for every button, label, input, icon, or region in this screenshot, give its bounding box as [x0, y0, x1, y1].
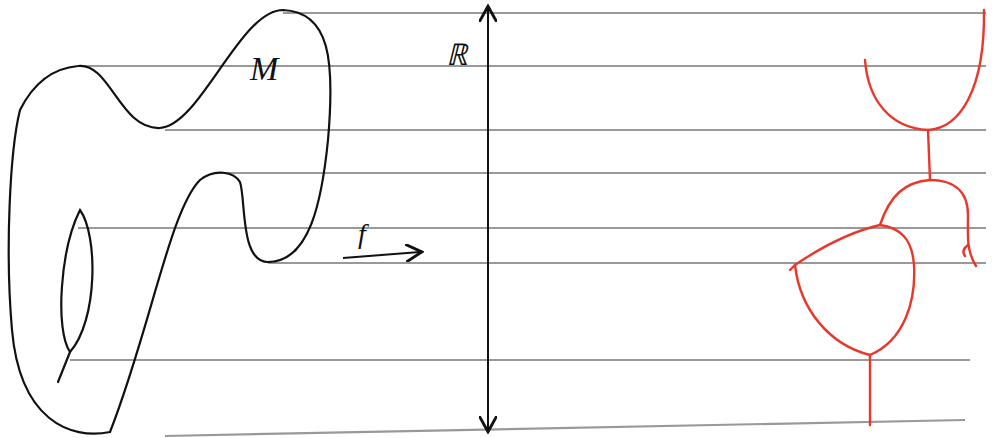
level-lines: [70, 13, 986, 436]
axis-label: ℝ: [446, 40, 467, 70]
manifold: [9, 10, 331, 434]
reeb-graph: [790, 10, 984, 425]
axis-arrows: [343, 8, 488, 430]
manifold-label: M: [250, 52, 278, 86]
map-label: f: [358, 220, 366, 248]
